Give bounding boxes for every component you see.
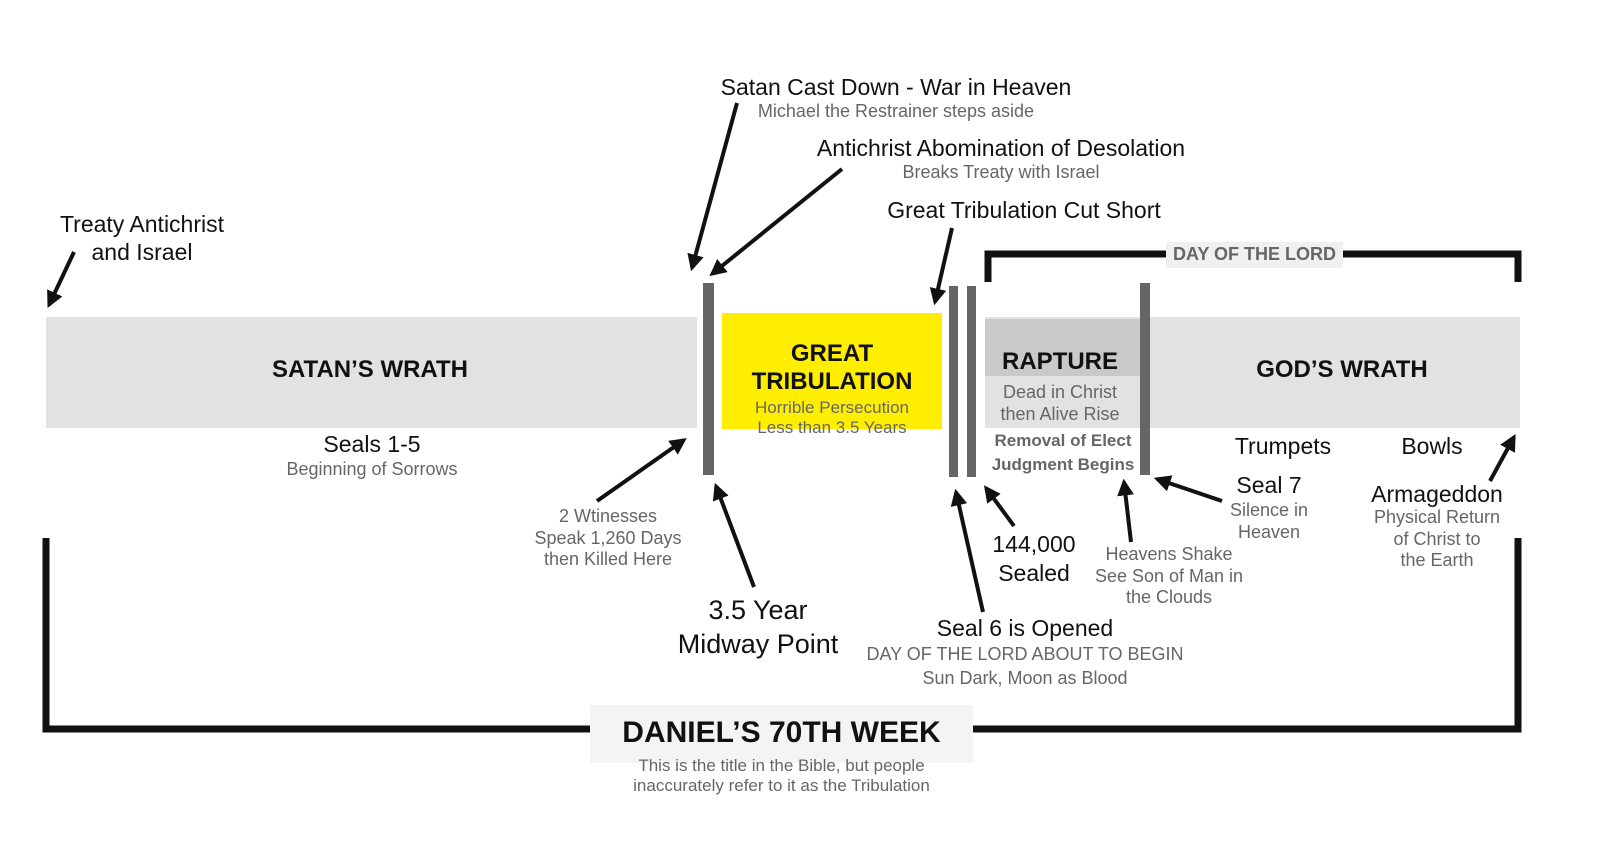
gods-wrath-label: GOD’S WRATH [1256, 356, 1428, 383]
armageddon-arrow [1488, 434, 1516, 482]
sun-dark-label: Sun Dark, Moon as Blood [922, 668, 1128, 688]
bowls-label: Bowls [1401, 433, 1463, 459]
gt-cut-arrow [929, 227, 954, 306]
satan-cast-down-label: Satan Cast Down - War in Heaven [720, 74, 1072, 100]
seals-label: Seals 1-5 [323, 431, 421, 457]
satans-wrath-label: SATAN’S WRATH [272, 356, 468, 383]
rapture-box [985, 319, 1141, 376]
seal6-bar-left [949, 286, 958, 477]
rapture-bar [1140, 283, 1150, 475]
seal6-label: Seal 6 is Opened [936, 615, 1114, 641]
armageddon-label: Armageddon [1371, 481, 1503, 507]
daniels-70th-week-label: DANIEL’S 70TH WEEK [622, 716, 941, 749]
daniels-70th-week-bracket [42, 538, 1522, 733]
abomination-label: Antichrist Abomination of Desolation [816, 135, 1186, 161]
daniels-70th-week-title-box [590, 705, 973, 763]
seal7-label: Seal 7 [1236, 472, 1302, 498]
satans-wrath-band [46, 317, 697, 428]
rapture-label: RAPTURE [1001, 348, 1118, 375]
satan-cast-arrow [687, 102, 739, 272]
seal6-bar-right [967, 286, 976, 477]
abomination-arrow [709, 167, 844, 277]
beginning-of-sorrows-label: Beginning of Sorrows [286, 459, 458, 479]
seal7-arrow [1153, 475, 1223, 503]
great-tribulation-cut-short-label: Great Tribulation Cut Short [887, 197, 1161, 223]
daniels-70th-week-subtitle: This is the title in the Bible, but peop… [633, 756, 930, 796]
day-of-the-lord-label: DAY OF THE LORD [1166, 242, 1343, 268]
heavens-arrow [1117, 478, 1134, 543]
midway-arrow [712, 482, 756, 588]
seal6-day-of-lord-label: DAY OF THE LORD ABOUT TO BEGIN [866, 644, 1184, 664]
trumpets-label: Trumpets [1234, 433, 1332, 459]
treaty-arrow [47, 251, 76, 309]
seal6-arrow [950, 488, 985, 613]
day-of-the-lord-bracket [984, 250, 1522, 282]
sealed-arrow [984, 485, 1016, 528]
breaks-treaty-label: Breaks Treaty with Israel [902, 162, 1100, 182]
great-tribulation-box [722, 313, 942, 429]
michael-restrainer-label: Michael the Restrainer steps aside [757, 101, 1035, 121]
midway-bar [703, 283, 714, 475]
witnesses-arrow [595, 438, 687, 503]
